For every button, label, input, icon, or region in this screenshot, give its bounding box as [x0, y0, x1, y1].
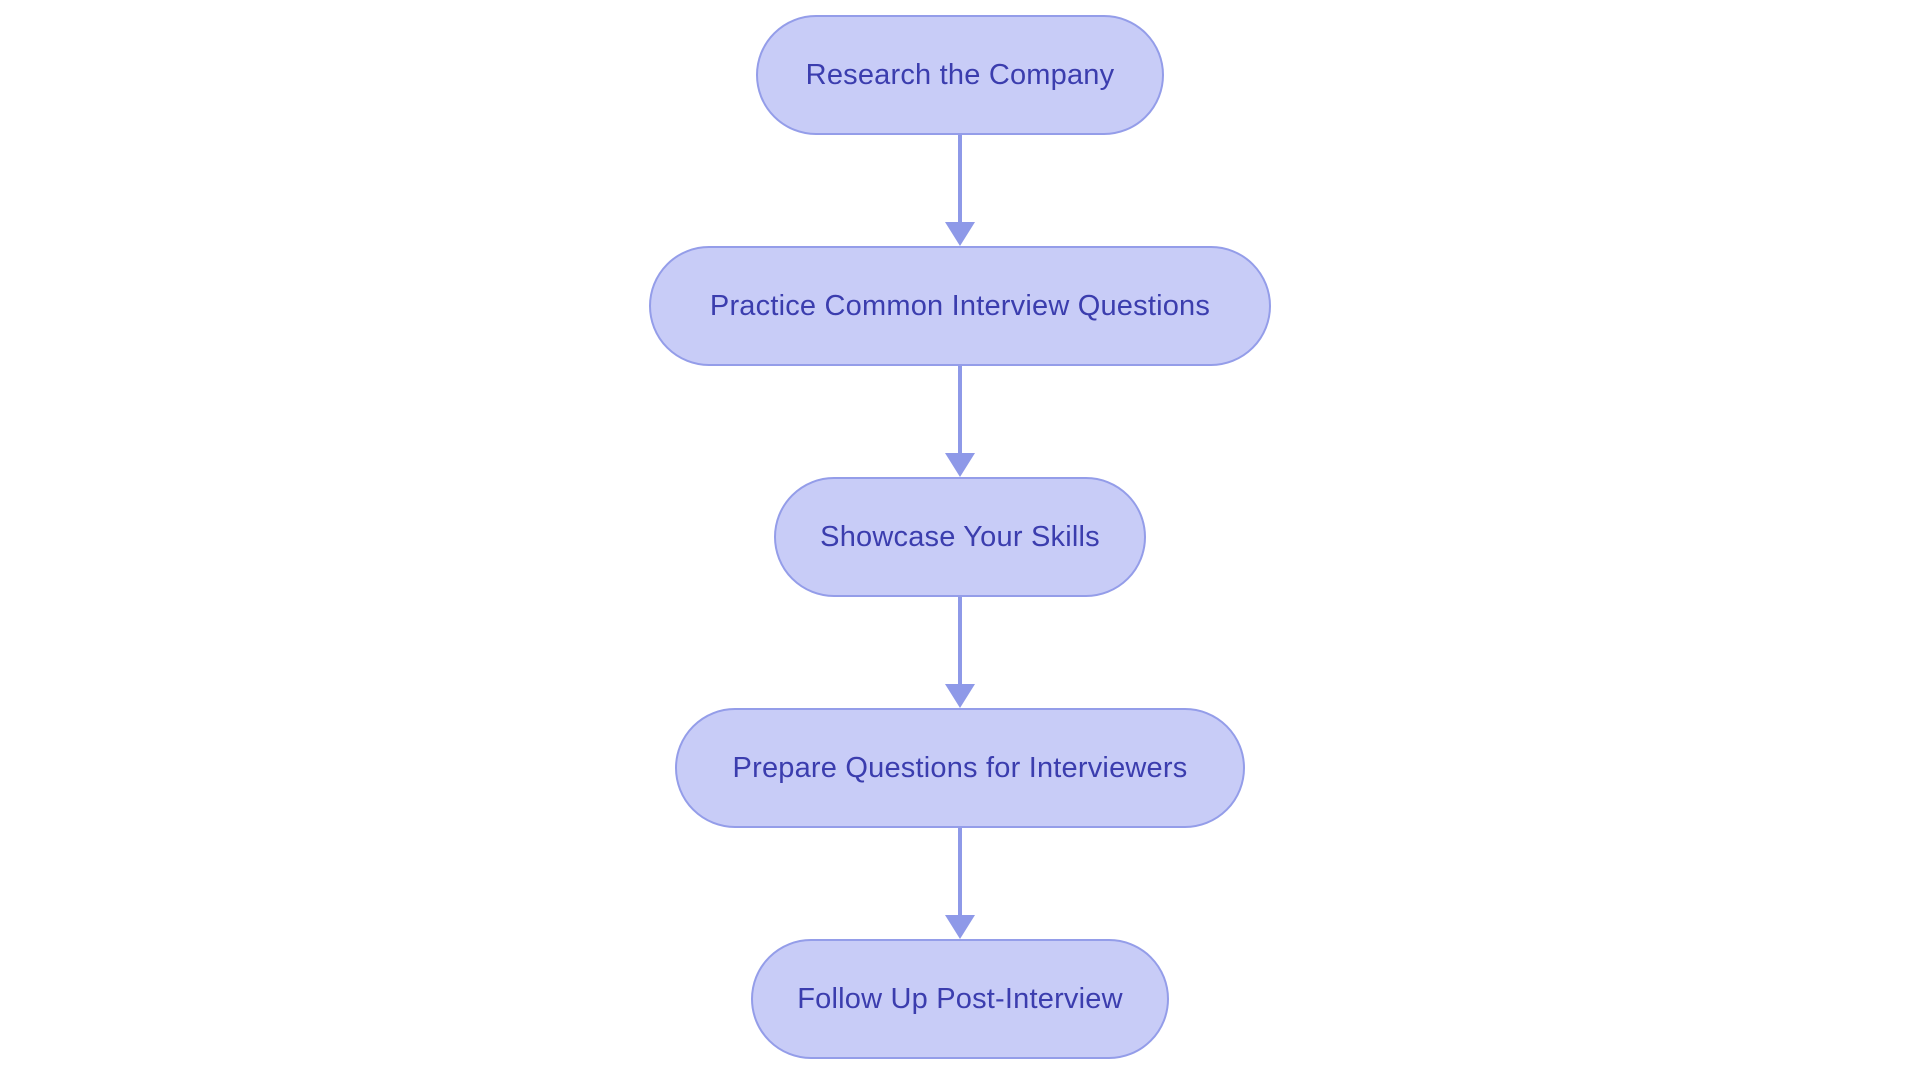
flow-node-showcase-your-skills: Showcase Your Skills: [774, 477, 1146, 597]
flow-node-practice-common-interview-questions: Practice Common Interview Questions: [649, 246, 1271, 366]
arrow-shaft: [958, 597, 962, 684]
flow-arrow-connector: [945, 366, 975, 477]
arrow-shaft: [958, 135, 962, 222]
flow-node-prepare-questions-for-interviewers: Prepare Questions for Interviewers: [675, 708, 1245, 828]
arrow-down-icon: [945, 915, 975, 939]
arrow-down-icon: [945, 453, 975, 477]
flow-node-research-the-company: Research the Company: [756, 15, 1164, 135]
flow-node-label: Practice Common Interview Questions: [709, 289, 1211, 322]
arrow-down-icon: [945, 222, 975, 246]
arrow-shaft: [958, 828, 962, 915]
arrow-shaft: [958, 366, 962, 453]
flow-node-label: Prepare Questions for Interviewers: [732, 751, 1188, 784]
flow-node-label: Research the Company: [805, 58, 1115, 91]
flow-node-label: Showcase Your Skills: [820, 520, 1100, 553]
flow-node-label: Follow Up Post-Interview: [797, 982, 1123, 1015]
flow-arrow-connector: [945, 597, 975, 708]
flow-arrow-connector: [945, 135, 975, 246]
flow-arrow-connector: [945, 828, 975, 939]
flow-node-follow-up-post-interview: Follow Up Post-Interview: [751, 939, 1169, 1059]
arrow-down-icon: [945, 684, 975, 708]
flowchart-column: Research the Company Practice Common Int…: [649, 15, 1271, 1059]
